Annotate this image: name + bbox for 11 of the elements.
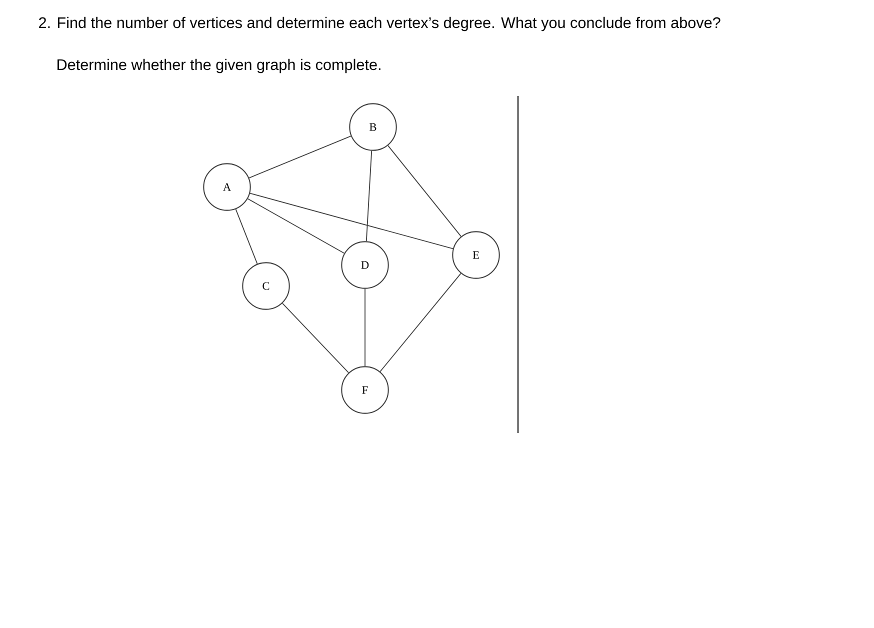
edge-line — [380, 272, 462, 372]
edge-line — [282, 302, 350, 374]
edge-line — [248, 136, 352, 178]
question-text: 2. Find the number of vertices and determine each vertex’s degree. What you conclude from above? — [39, 16, 720, 32]
edge-line — [250, 192, 454, 250]
edge-line — [247, 198, 345, 254]
edge-line — [388, 145, 462, 237]
edge-line — [366, 150, 372, 242]
edge-line — [364, 288, 366, 367]
instruction-text: Determine whether the given graph is complete. — [58, 58, 380, 74]
edge-line — [235, 208, 258, 264]
